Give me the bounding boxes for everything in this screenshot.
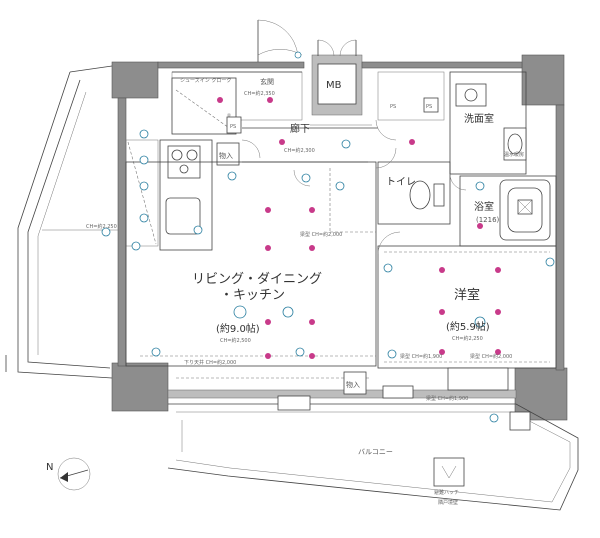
sash-1: 下り天井 CH=約2,000 (184, 359, 236, 366)
entrance-ch: CH=約2,350 (244, 90, 275, 97)
beam-3: 梁型 CH=約1,900 (400, 353, 442, 360)
ps-3-label: PS (390, 104, 396, 110)
ldk-label-2: ・キッチン (220, 288, 285, 303)
wall-top-1 (157, 61, 305, 69)
ldk-room (125, 161, 377, 367)
storage-2 (343, 371, 367, 395)
wall-top-2 (361, 61, 523, 69)
western-room (377, 245, 557, 369)
ps-1-label: PS (230, 124, 236, 130)
ldk-label-1: リビング・ダイニング (192, 272, 322, 287)
evacuation-hatch (433, 457, 465, 487)
sash-2: 梁型 CH=約1,900 (426, 395, 468, 402)
ps-3 (227, 113, 231, 117)
washroom-label: 洗面室 (464, 112, 494, 125)
partition-label: 隣戸境壁 (438, 499, 458, 506)
north-compass-icon (57, 457, 91, 491)
toilet-room (377, 161, 451, 225)
evacuation-label: 避難ハッチ (434, 489, 459, 496)
western-label: 洋室 (454, 287, 480, 303)
kitchen-ch: CH=約2,250 (86, 223, 117, 230)
wall-bottom (167, 389, 517, 399)
beam-1: 梁型 CH=約2,000 (300, 231, 342, 238)
corridor-label: 廊下 (290, 122, 310, 135)
shoe-closet (171, 77, 237, 135)
kitchen-sink (165, 197, 201, 235)
beam-2: 梁型 CH=約2,000 (470, 353, 512, 360)
corridor-ch: CH=約2,300 (284, 147, 315, 154)
western-size: (約5.9帖) (446, 320, 490, 333)
shoe-closet-label: シューズイン クローク (180, 77, 231, 84)
ldk-size: (約9.0帖) (216, 322, 260, 335)
balcony-outline (167, 403, 579, 511)
balcony-label: バルコニー (358, 448, 393, 456)
column-top-left (111, 61, 159, 99)
column-bottom-left (111, 362, 169, 412)
ps-2 (423, 97, 439, 113)
entrance-label: 玄関 (260, 77, 274, 86)
ps-1 (226, 116, 242, 134)
wall-left (117, 97, 127, 367)
washroom (449, 71, 527, 175)
bath-size: (1216) (476, 216, 500, 224)
heater-label: 温水暖房 (504, 151, 524, 158)
bath-label: 浴室 (474, 200, 494, 213)
western-ch: CH=約2,250 (452, 335, 483, 342)
ps-2-label: PS (426, 104, 432, 110)
north-label: N (46, 462, 53, 473)
storage-2-label: 物入 (346, 380, 360, 389)
storage-1-label: 物入 (219, 151, 233, 160)
wall-right (555, 104, 565, 371)
ldk-ch: CH=約2,500 (220, 337, 251, 344)
column-top-right (521, 54, 565, 106)
outlets (101, 129, 555, 423)
storage-1 (216, 142, 240, 166)
column-bottom-right (514, 367, 568, 421)
toilet-label: トイレ (386, 177, 416, 188)
mb-label: MB (326, 80, 342, 91)
western-closet (447, 367, 509, 391)
ceiling-lights (217, 97, 501, 359)
